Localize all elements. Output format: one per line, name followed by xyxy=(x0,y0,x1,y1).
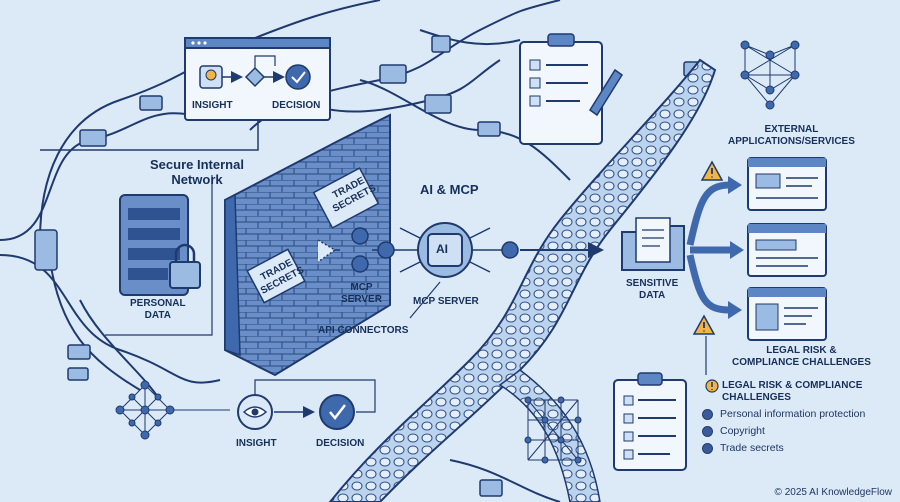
mcp-server-node xyxy=(317,227,420,273)
warning-icon-1 xyxy=(700,160,724,181)
list-item: Copyright xyxy=(702,423,865,440)
network-graph-bottom xyxy=(524,396,582,464)
insight-label-top: INSIGHT xyxy=(192,100,233,111)
data-stream-mesh-lower xyxy=(498,369,601,502)
sensitive-data-folder xyxy=(621,217,685,271)
ai-chip xyxy=(399,222,519,278)
window-connector xyxy=(40,120,259,151)
insight-label-bottom: INSIGHT xyxy=(236,438,277,449)
sensitive-data-label: SENSITIVE DATA xyxy=(626,278,679,301)
bullet-icon xyxy=(702,409,713,420)
external-app-window-1 xyxy=(747,157,827,211)
copyright-notice: © 2025 AI KnowledgeFlow xyxy=(774,487,892,498)
insight-decision-bottom xyxy=(237,379,376,430)
network-graph-top xyxy=(740,40,800,110)
bullet-icon xyxy=(702,443,713,454)
list-item-label: Personal information protection xyxy=(720,408,866,421)
server-icon xyxy=(119,194,201,296)
legal-risk-label-2: LEGAL RISK & COMPLIANCE CHALLENGES xyxy=(722,380,863,403)
network-boundary xyxy=(105,175,213,336)
personal-data-label: PERSONAL DATA xyxy=(130,298,186,321)
external-flow-arrows xyxy=(686,181,732,314)
network-graph-left xyxy=(115,380,230,440)
list-item-label: Copyright xyxy=(720,425,765,438)
list-item: Personal information protection xyxy=(702,406,865,423)
warning-icon-2 xyxy=(692,314,716,335)
external-arrowheads xyxy=(728,176,744,319)
list-item-label: Trade secrets xyxy=(720,442,784,455)
external-app-window-2 xyxy=(747,223,827,277)
secure-network-label: Secure Internal Network xyxy=(150,157,244,187)
list-item: Trade secrets xyxy=(702,440,865,457)
ai-chip-label: AI xyxy=(436,242,448,256)
mcp-server-label-2: MCP SERVER xyxy=(413,296,479,307)
external-app-window-3 xyxy=(747,287,827,341)
checklist-clipboard-top xyxy=(519,33,624,145)
data-stream-mesh xyxy=(328,58,717,502)
mcp-server-label-1: MCP SERVER xyxy=(341,282,382,305)
external-apps-label: EXTERNAL APPLICATIONS/SERVICES xyxy=(728,124,855,147)
api-connectors-label: API CONNECTORS xyxy=(318,325,409,336)
decision-label-bottom: DECISION xyxy=(316,438,365,449)
api-pointer xyxy=(409,281,441,319)
warning-icon-3 xyxy=(705,379,719,393)
checklist-clipboard-bottom xyxy=(613,372,687,471)
ai-mcp-label: AI & MCP xyxy=(420,182,479,197)
legal-risk-label-1: LEGAL RISK & COMPLIANCE CHALLENGES xyxy=(732,345,871,368)
bullet-icon xyxy=(702,426,713,437)
decision-label-top: DECISION xyxy=(272,100,321,111)
insight-decision-window-top xyxy=(184,37,331,121)
firewall-wall xyxy=(224,113,391,377)
legal-risk-list: Personal information protection Copyrigh… xyxy=(702,406,865,457)
